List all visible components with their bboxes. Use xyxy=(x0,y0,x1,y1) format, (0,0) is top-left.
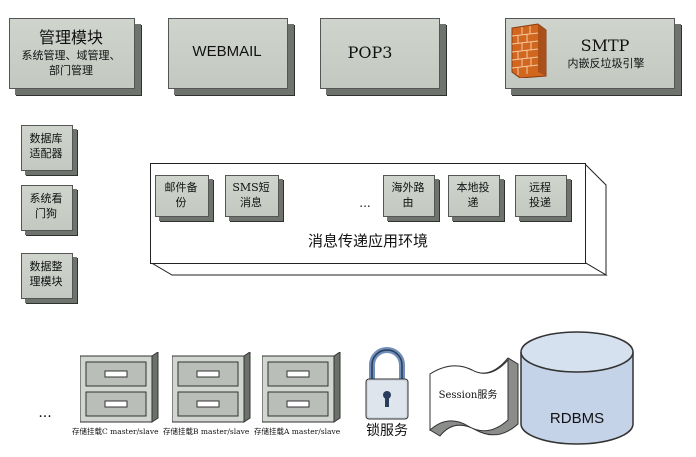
env-module-overseas-line1: 海外路 xyxy=(391,181,425,194)
lock-service-label: 锁服务 xyxy=(366,423,408,439)
webmail-module-box xyxy=(168,18,288,89)
webmail-module-title: WEBMAIL xyxy=(192,43,262,60)
db-adapter-box xyxy=(21,125,73,171)
env-module-remote-line1: 远程 xyxy=(529,181,551,194)
env-module-remote xyxy=(515,175,567,217)
storage-cabinet-c xyxy=(80,352,159,423)
pop3-module-box xyxy=(320,18,440,89)
storage-cabinet-b xyxy=(172,352,251,423)
watchdog-box xyxy=(21,185,73,231)
watchdog-line1: 系统看 xyxy=(29,192,63,205)
rdbms-cylinder xyxy=(520,331,634,445)
session-service-shape xyxy=(429,357,519,437)
mgmt-module-line2: 部门管理 xyxy=(49,64,93,77)
env-module-local-line2: 递 xyxy=(467,196,479,209)
smtp-module-title: SMTP xyxy=(580,36,630,55)
env-module-overseas-line2: 由 xyxy=(402,196,414,209)
db-adapter-line2: 适配器 xyxy=(29,147,63,160)
db-adapter-line1: 数据库 xyxy=(29,132,63,145)
data-cleanup-box xyxy=(21,253,73,299)
storage-cabinet-a xyxy=(262,352,341,423)
env-title: 消息传递应用环境 xyxy=(307,232,428,250)
env-module-overseas xyxy=(383,175,435,217)
session-service-label: Session服务 xyxy=(438,390,498,401)
env-module-backup-line2: 份 xyxy=(175,196,187,209)
env-module-backup-line1: 邮件备 xyxy=(164,181,198,194)
env-module-remote-line2: 投递 xyxy=(529,196,551,209)
mgmt-module-box xyxy=(9,18,135,89)
mgmt-module-title: 管理模块 xyxy=(38,28,103,47)
env-module-sms-line2: 消息 xyxy=(240,196,262,209)
storage-caption-a: 存储挂载A master/slave xyxy=(254,427,341,436)
env-module-local-line1: 本地投 xyxy=(456,181,490,194)
smtp-module-subtitle: 内嵌反垃圾引擎 xyxy=(567,57,645,70)
storage-caption-b: 存储挂载B master/slave xyxy=(163,427,250,436)
firewall-icon xyxy=(511,23,547,78)
data-cleanup-line2: 理模块 xyxy=(29,275,63,288)
env-ellipsis: ... xyxy=(359,196,371,210)
env-module-local xyxy=(448,175,500,217)
storage-ellipsis: ... xyxy=(38,405,52,421)
env-module-backup xyxy=(155,175,209,217)
padlock-icon xyxy=(365,347,409,420)
data-cleanup-line1: 数据整 xyxy=(29,260,63,273)
env-module-sms xyxy=(225,175,279,217)
env-panel xyxy=(150,163,586,264)
watchdog-line2: 门狗 xyxy=(35,207,57,220)
env-module-sms-line1: SMS短 xyxy=(232,181,270,194)
pop3-module-title: POP3 xyxy=(347,43,393,62)
env-panel-depth xyxy=(150,163,608,276)
mgmt-module-line1: 系统管理、域管理、 xyxy=(21,49,121,62)
rdbms-label: RDBMS xyxy=(549,410,605,427)
storage-caption-c: 存储挂载C master/slave xyxy=(72,427,159,436)
